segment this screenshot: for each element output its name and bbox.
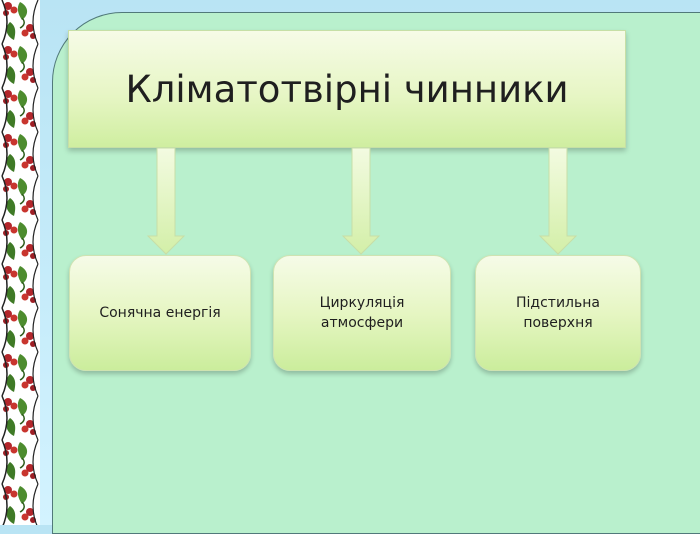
down-arrow-icon: [146, 148, 186, 255]
factor-box-solar-energy: Сонячна енергія: [69, 255, 251, 371]
factor-box-atmospheric-circulation: Циркуляція атмосфери: [273, 255, 451, 371]
down-arrow-icon: [341, 148, 381, 255]
factor-label: Підстильна поверхня: [516, 295, 600, 331]
diagram-title: Кліматотвірні чинники: [125, 67, 569, 111]
factor-box-underlying-surface: Підстильна поверхня: [475, 255, 641, 371]
title-box: Кліматотвірні чинники: [68, 30, 626, 148]
down-arrow-icon: [538, 148, 578, 255]
ornament-border: [0, 0, 40, 525]
factor-label: Сонячна енергія: [99, 305, 221, 321]
embroidery-pattern-icon: [0, 0, 40, 525]
factor-label: Циркуляція атмосфери: [319, 295, 405, 331]
